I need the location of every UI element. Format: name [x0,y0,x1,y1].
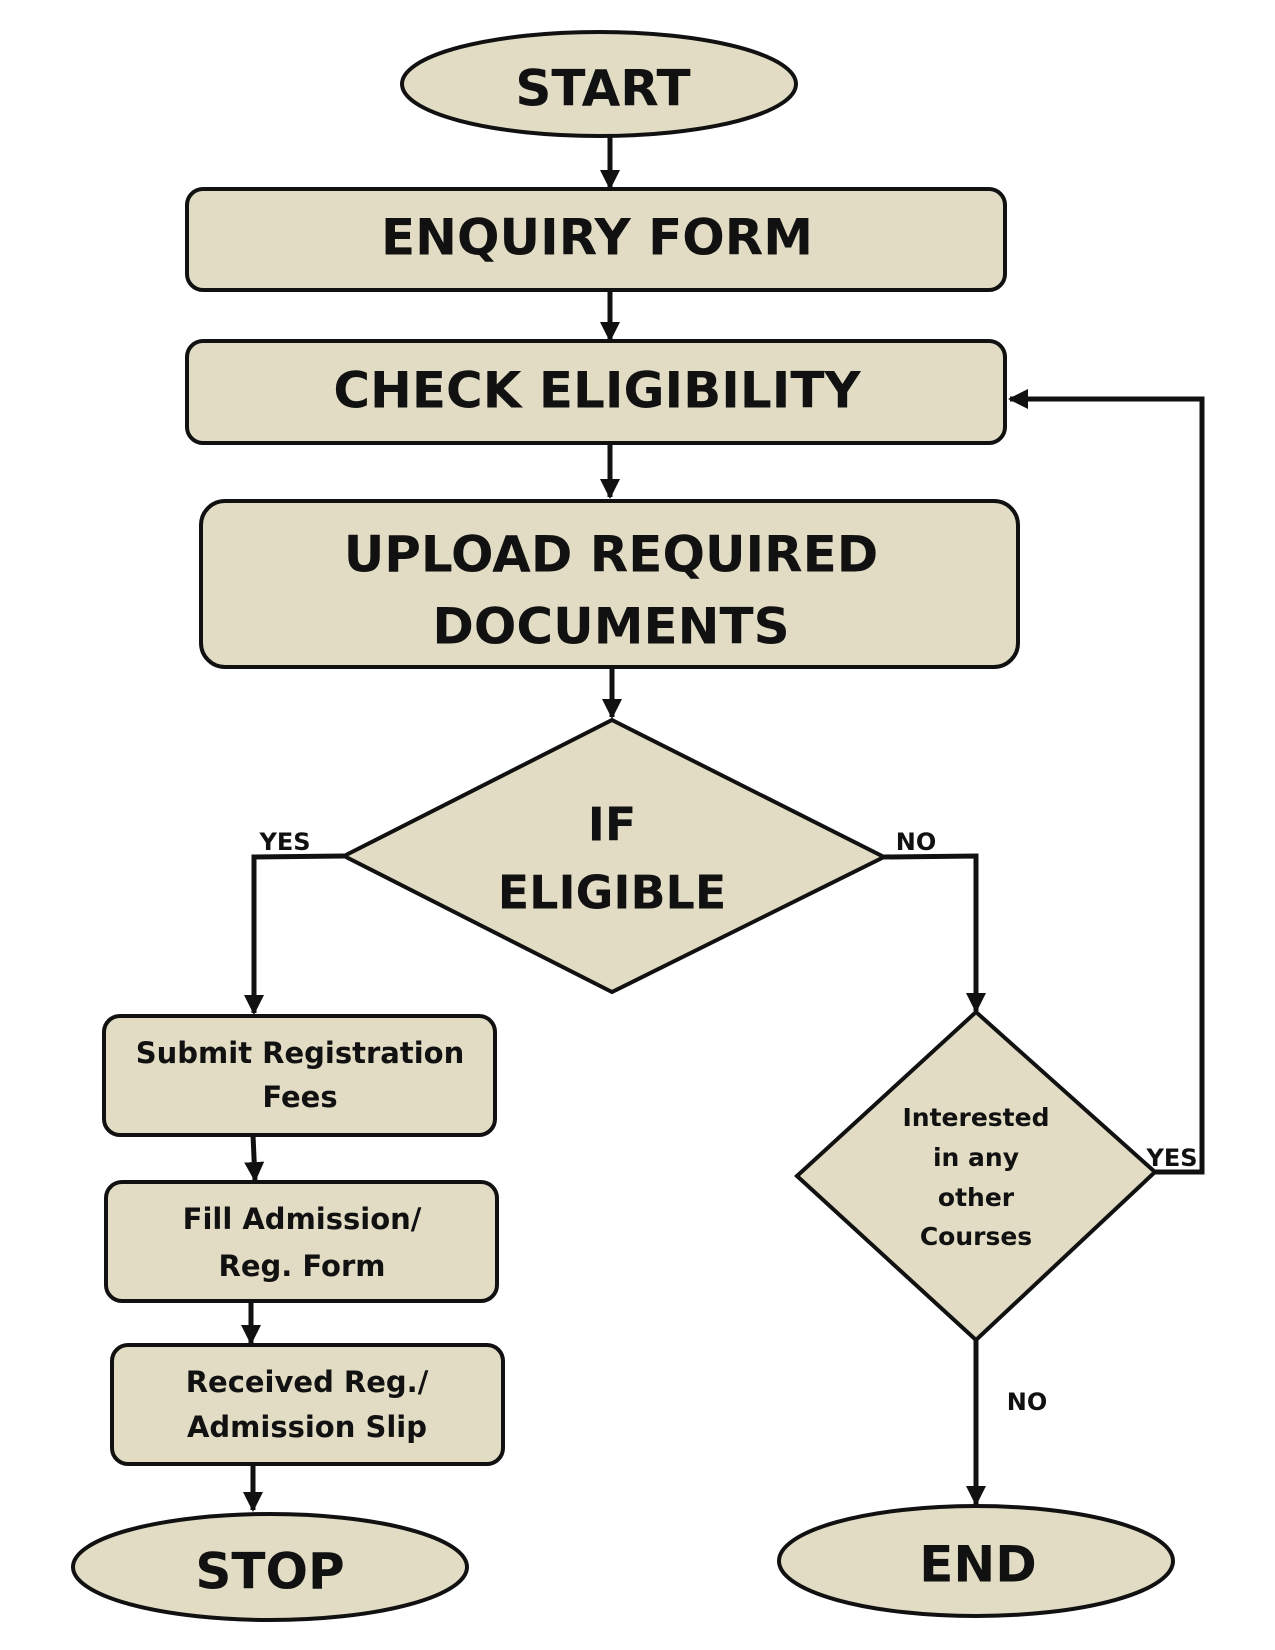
interested-label-line4: Courses [920,1222,1032,1251]
submit-fees-label-line1: Submit Registration [136,1036,464,1070]
fill-form-label-line2: Reg. Form [219,1249,386,1283]
upload-documents-label-line1: UPLOAD REQUIRED [344,526,879,584]
check-eligibility-label: CHECK ELIGIBILITY [333,362,861,420]
upload-documents-label-line2: DOCUMENTS [432,598,789,656]
submit-fees-label-line2: Fees [262,1080,337,1114]
check-eligibility-node: CHECK ELIGIBILITY [185,339,1007,445]
enquiry-form-node: ENQUIRY FORM [185,187,1007,292]
fill-form-label-line1: Fill Admission/ [183,1202,422,1236]
end-node: END [777,1504,1175,1618]
if-eligible-label-line2: ELIGIBLE [498,866,727,920]
received-slip-node: Received Reg./ Admission Slip [110,1343,505,1466]
edge-label-interested-yes: YES [1145,1144,1197,1172]
arrow-yes-to-submit-fees [244,853,345,1015]
end-label: END [919,1536,1037,1594]
received-slip-label-line2: Admission Slip [187,1410,427,1444]
stop-node: STOP [71,1512,469,1622]
edge-label-eligible-yes: YES [258,828,310,856]
arrow-fees-to-fill-form [244,1134,265,1182]
arrow-no-to-interested [883,853,986,1013]
start-label: START [515,60,690,118]
arrow-interested-yes-to-check [1008,389,1205,1175]
received-slip-label-line1: Received Reg./ [186,1365,429,1399]
if-eligible-decision: IF ELIGIBLE [339,717,889,995]
edge-label-eligible-no: NO [896,828,937,856]
stop-label: STOP [195,1543,344,1601]
start-node: START [400,30,798,138]
upload-documents-node: UPLOAD REQUIRED DOCUMENTS [199,499,1020,669]
submit-fees-node: Submit Registration Fees [102,1014,497,1137]
enquiry-form-label: ENQUIRY FORM [381,209,813,267]
interested-decision: Interested in any other Courses [794,1009,1158,1343]
fill-form-node: Fill Admission/ Reg. Form [104,1180,499,1303]
interested-label-line2: in any [933,1143,1019,1172]
edge-label-interested-no: NO [1007,1388,1048,1416]
interested-label-line3: other [938,1183,1015,1212]
connectors [241,137,1205,1512]
interested-label-line1: Interested [903,1103,1050,1132]
if-eligible-label-line1: IF [588,798,637,852]
